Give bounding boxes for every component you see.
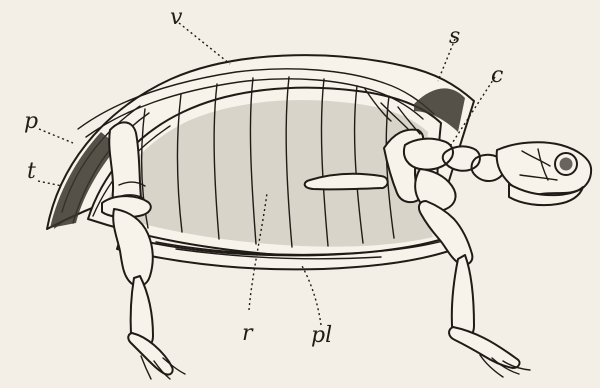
label-pl: pl xyxy=(311,323,332,348)
label-t: t xyxy=(27,159,36,184)
label-c: c xyxy=(491,63,503,88)
label-p: p xyxy=(24,109,38,134)
label-v: v xyxy=(170,5,183,30)
label-r: r xyxy=(242,321,254,346)
eye-socket-shadow xyxy=(560,158,573,171)
label-s: s xyxy=(449,24,460,49)
